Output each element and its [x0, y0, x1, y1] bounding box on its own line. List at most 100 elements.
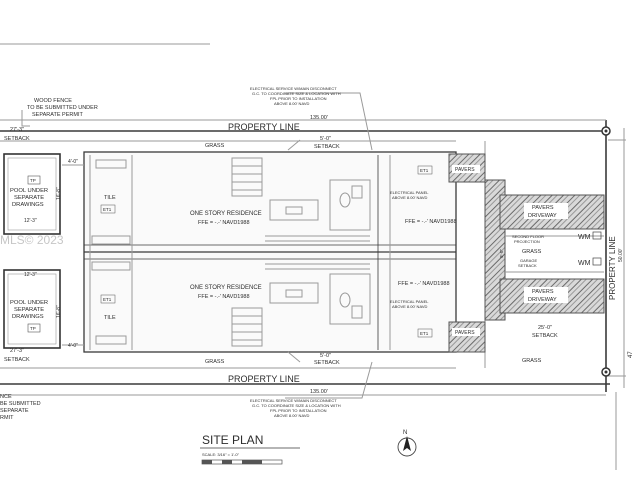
- water-meter-box-bottom: [592, 257, 602, 266]
- tile-label-top: TILE: [104, 195, 116, 201]
- dimension-right: 50.00': [618, 248, 624, 262]
- svg-text:BE SUBMITTED: BE SUBMITTED: [0, 401, 41, 407]
- svg-text:FPL PRIOR TO INSTALLATION: FPL PRIOR TO INSTALLATION: [270, 408, 327, 413]
- grass-label-bottom: GRASS: [205, 359, 225, 365]
- svg-text:SEPARATE: SEPARATE: [0, 408, 29, 414]
- dimension-bottom: 135.00': [310, 389, 328, 395]
- garage-setback-2: SETBACK: [518, 263, 537, 268]
- second-floor-projection-1: SECOND FLOOR: [512, 234, 544, 239]
- tile-label-bottom: TILE: [104, 315, 116, 321]
- svg-text:POOL UNDER: POOL UNDER: [10, 188, 48, 194]
- tp-box-bottom: [27, 323, 41, 333]
- grass-label-front-bottom: GRASS: [522, 358, 542, 364]
- pool-gap-bottom: 4'-0": [68, 343, 78, 349]
- garage-setback-1: GARAGE: [520, 258, 537, 263]
- setback-label-left-bottom: SETBACK: [4, 357, 30, 363]
- svg-text:DRAWINGS: DRAWINGS: [12, 202, 44, 208]
- et-tag-top-rear: ET1: [103, 207, 112, 212]
- tp-box-top: [27, 175, 41, 185]
- fence-note-top: WOOD FENCE TO BE SUBMITTED UNDER SEPARAT…: [27, 98, 98, 118]
- north-label: N: [403, 430, 407, 436]
- second-floor-projection-2: PROJECTION: [514, 239, 540, 244]
- svg-text:TP: TP: [30, 178, 36, 183]
- front-ffe-top: FFE = -.-' NAVD1988: [405, 219, 457, 225]
- pool-top: [3, 153, 61, 235]
- front-setback-dim: 25'-0": [538, 325, 552, 331]
- pool-label-bottom: POOL UNDER SEPARATE DRAWINGS TP 12'-3" 1…: [10, 272, 62, 331]
- svg-text:16'-8": 16'-8": [56, 187, 62, 200]
- residence-name-top: ONE STORY RESIDENCE: [190, 211, 262, 217]
- side-setback-dim-bottom: 5'-0": [320, 353, 331, 359]
- pool-bottom: [3, 269, 61, 349]
- right-margin-dimension: 47: [628, 351, 634, 358]
- pavers-driveway-bottom-2: DRIVEWAY: [528, 297, 557, 303]
- residence-ffe-top: FFE = -.-' NAVD1988: [198, 220, 250, 226]
- mls-watermark: MLS© 2023: [0, 233, 64, 247]
- scale-bar: [201, 459, 283, 465]
- panel-note-bottom-1: ELECTRICAL PANEL: [390, 299, 429, 304]
- fence-note-bottom: NCE BE SUBMITTED SEPARATE RMIT: [0, 394, 41, 421]
- setback-dim-left-top: 27'-3": [10, 127, 24, 133]
- svg-text:G.C. TO COORDINATE SIZE & LOCA: G.C. TO COORDINATE SIZE & LOCATION WITH: [252, 91, 341, 96]
- electrical-note-top: ELECTRICAL SERVICE W/MAIN DISCONNECT G.C…: [250, 86, 341, 106]
- svg-text:12'-3": 12'-3": [24, 218, 37, 224]
- property-line-label-top: PROPERTY LINE: [228, 122, 300, 132]
- side-setback-dim-top: 5'-0": [320, 136, 331, 142]
- svg-text:WOOD FENCE: WOOD FENCE: [34, 98, 72, 104]
- setback-label-left-top: SETBACK: [4, 136, 30, 142]
- svg-text:SEPARATE: SEPARATE: [14, 307, 44, 313]
- property-line-label-right: PROPERTY LINE: [608, 236, 617, 300]
- panel-note-top-1: ELECTRICAL PANEL: [390, 190, 429, 195]
- pavers-label-bottom: PAVERS: [455, 330, 475, 336]
- svg-text:SEPARATE: SEPARATE: [14, 195, 44, 201]
- site-plan-title: SITE PLAN: [202, 433, 263, 447]
- setback-dim-left-bottom: 27'-3": [10, 348, 24, 354]
- et-tag-top-front: ET1: [420, 168, 429, 173]
- interior-detail-bottom: [91, 261, 371, 347]
- et-tag-bottom-front: ET1: [420, 331, 429, 336]
- residence-ffe-bottom: FFE = -.-' NAVD1988: [198, 294, 250, 300]
- pavers-driveway-bottom-1: PAVERS: [532, 289, 554, 295]
- electrical-note-bottom: ELECTRICAL SERVICE W/MAIN DISCONNECT G.C…: [250, 398, 341, 418]
- et-tag-bottom-rear: ET1: [103, 297, 112, 302]
- pavers-label-top: PAVERS: [455, 167, 475, 173]
- grass-label-front: GRASS: [522, 249, 542, 255]
- pavers-driveway-top-2: DRIVEWAY: [528, 213, 557, 219]
- scale-note: SCALE: 3/16" = 1'-0": [202, 452, 240, 457]
- north-arrow-icon: [397, 436, 417, 457]
- svg-text:FPL PRIOR TO INSTALLATION: FPL PRIOR TO INSTALLATION: [270, 96, 327, 101]
- water-meter-box-top: [592, 231, 602, 240]
- pool-gap-top: 4'-0": [68, 159, 78, 165]
- svg-text:ABOVE 8.00' NAVD: ABOVE 8.00' NAVD: [274, 101, 309, 106]
- grass-label-top: GRASS: [205, 143, 225, 149]
- svg-text:G.C. TO COORDINATE SIZE & LOCA: G.C. TO COORDINATE SIZE & LOCATION WITH: [252, 403, 341, 408]
- pavers-bottom: [448, 321, 486, 353]
- pool-label-top: POOL UNDER SEPARATE DRAWINGS TP 12'-3" 1…: [10, 178, 62, 224]
- front-setback-label: SETBACK: [532, 333, 558, 339]
- panel-note-top-2: ABOVE 8.00' NAVD: [392, 195, 427, 200]
- side-setback-label-bottom: SETBACK: [314, 360, 340, 366]
- svg-text:ELECTRICAL SERVICE W/MAIN DISC: ELECTRICAL SERVICE W/MAIN DISCONNECT: [250, 86, 337, 91]
- property-line-label-bottom: PROPERTY LINE: [228, 374, 300, 384]
- residence-name-bottom: ONE STORY RESIDENCE: [190, 285, 262, 291]
- panel-note-bottom-2: ABOVE 8.00' NAVD: [392, 304, 427, 309]
- svg-text:SEPARATE PERMIT: SEPARATE PERMIT: [32, 112, 83, 118]
- svg-text:RMIT: RMIT: [0, 415, 14, 421]
- svg-text:DRAWINGS: DRAWINGS: [12, 314, 44, 320]
- svg-text:ABOVE 8.00' NAVD: ABOVE 8.00' NAVD: [274, 413, 309, 418]
- dimension-top: 135.00': [310, 115, 328, 121]
- side-setback-label-top: SETBACK: [314, 144, 340, 150]
- svg-text:TP: TP: [30, 326, 36, 331]
- front-ffe-bottom: FFE = -.-' NAVD1988: [398, 281, 450, 287]
- front-mid-dimension: 9'-0": [499, 249, 504, 258]
- svg-text:POOL UNDER: POOL UNDER: [10, 300, 48, 306]
- svg-text:ELECTRICAL SERVICE W/MAIN DISC: ELECTRICAL SERVICE W/MAIN DISCONNECT: [250, 398, 337, 403]
- svg-text:12'-3": 12'-3": [24, 272, 37, 278]
- svg-text:NCE: NCE: [0, 394, 12, 400]
- water-meter-label-top: WM: [578, 234, 591, 241]
- svg-text:16'-8": 16'-8": [56, 305, 62, 318]
- pavers-driveway-top-1: PAVERS: [532, 205, 554, 211]
- svg-text:TO BE SUBMITTED UNDER: TO BE SUBMITTED UNDER: [27, 105, 98, 111]
- water-meter-label-bottom: WM: [578, 260, 591, 267]
